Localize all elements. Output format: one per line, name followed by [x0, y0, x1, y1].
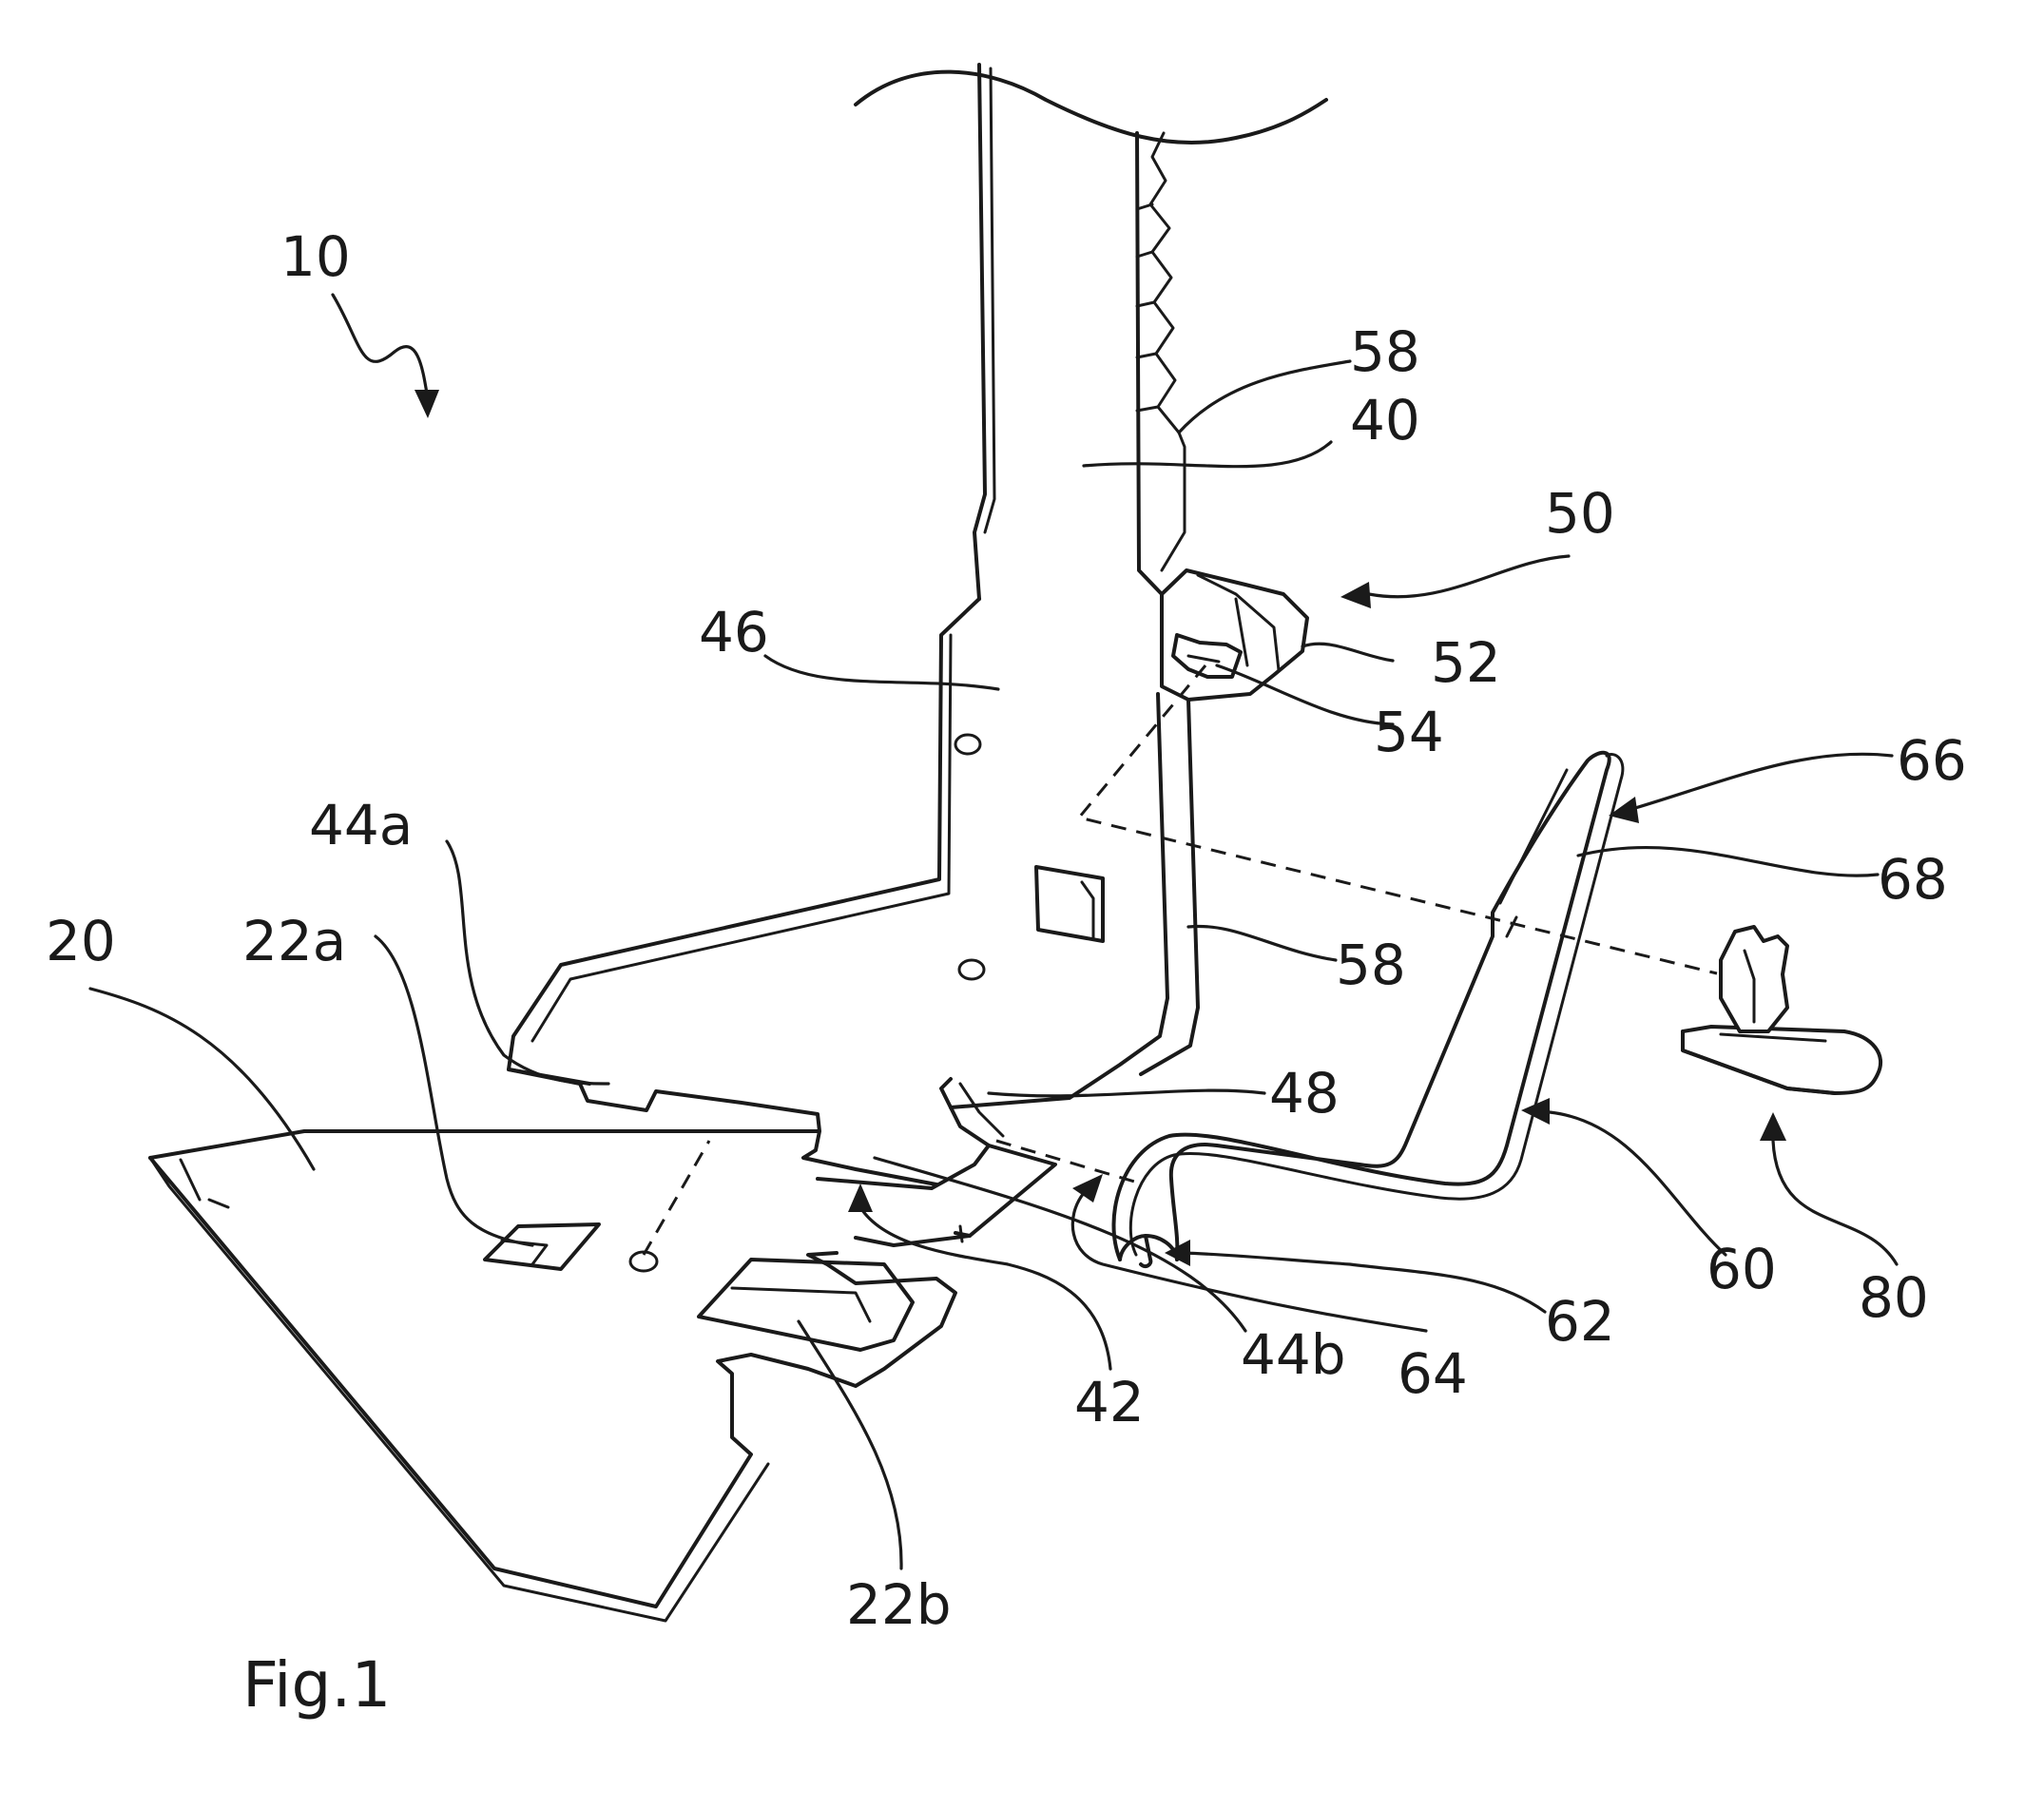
- label-80: 80: [1859, 1265, 1929, 1330]
- label-20: 20: [46, 909, 116, 973]
- label-68: 68: [1878, 847, 1948, 912]
- leader-lines: [88, 293, 1899, 1570]
- label-60: 60: [1707, 1237, 1777, 1301]
- label-42: 42: [1074, 1370, 1145, 1434]
- label-52: 52: [1431, 630, 1501, 695]
- label-66: 66: [1897, 728, 1967, 793]
- label-10: 10: [280, 224, 351, 289]
- label-48: 48: [1269, 1061, 1340, 1126]
- clip-80: [1681, 925, 1883, 1095]
- assembly-lines: [642, 664, 1718, 1256]
- label-58-top: 58: [1350, 319, 1420, 384]
- label-54: 54: [1374, 700, 1444, 764]
- base-plate-20: [148, 1129, 957, 1623]
- label-44b: 44b: [1241, 1322, 1346, 1387]
- label-58-mid: 58: [1336, 933, 1406, 997]
- reference-labels: 10 20 22a 44a 46 58 40 50 52 54 66 68 58…: [46, 224, 1967, 1722]
- bracket-post: [507, 63, 1328, 1190]
- label-50: 50: [1545, 481, 1615, 546]
- label-40: 40: [1350, 388, 1420, 452]
- label-22b: 22b: [846, 1572, 952, 1637]
- figure-caption: Fig.1: [242, 1648, 391, 1722]
- label-64: 64: [1398, 1341, 1468, 1406]
- label-62: 62: [1545, 1289, 1615, 1354]
- spring-clip-60: [1111, 750, 1625, 1269]
- receptacle-50: [1160, 568, 1309, 702]
- label-44a: 44a: [309, 793, 413, 857]
- label-46: 46: [699, 600, 769, 664]
- label-22a: 22a: [242, 909, 346, 973]
